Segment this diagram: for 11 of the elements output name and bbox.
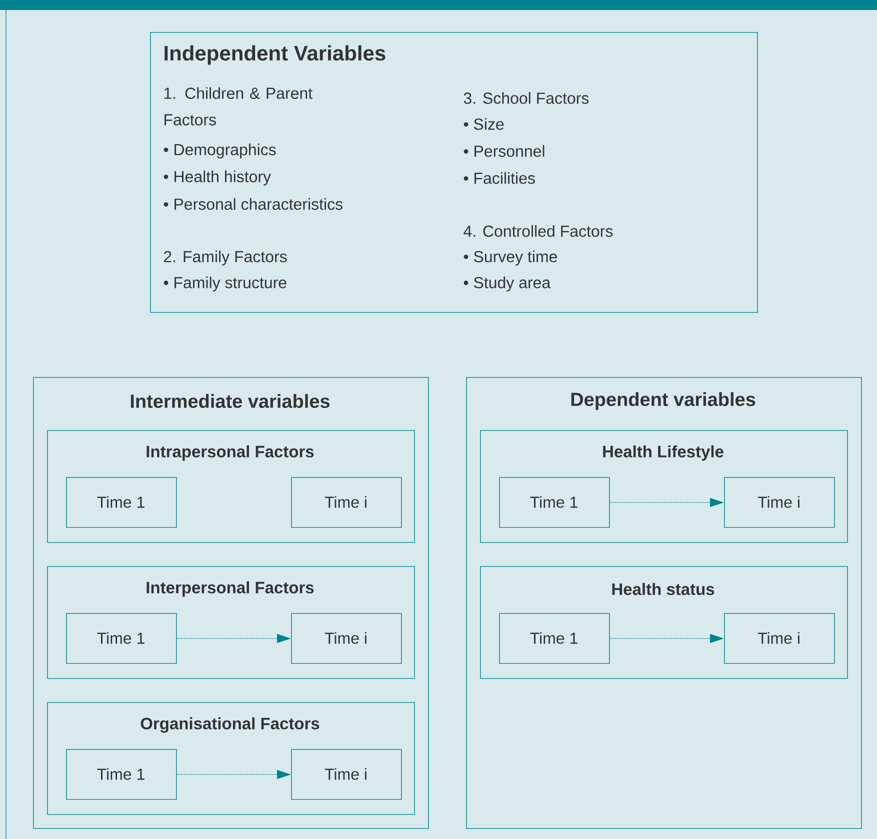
- variables-box: Independent Variables 1. Children & Parent Factors • Demographics • Health history • Personal characteristics 2. Family Factors • Family structure 3. School Factors • Size • Personnel • Facilities 4. Controlled Factors • Survey time • Study area: [150, 32, 758, 313]
- time-box: Time i: [724, 613, 835, 664]
- time-box: Time 1: [499, 613, 610, 664]
- time-box: Time i: [291, 477, 402, 528]
- time-box: Time 1: [499, 477, 610, 528]
- time-box: Time 1: [66, 477, 177, 528]
- time-box: Time 1: [66, 749, 177, 800]
- time-box: Time i: [724, 477, 835, 528]
- time-box: Time 1: [66, 613, 177, 664]
- time-box: Time i: [291, 613, 402, 664]
- time-box: Time i: [291, 749, 402, 800]
